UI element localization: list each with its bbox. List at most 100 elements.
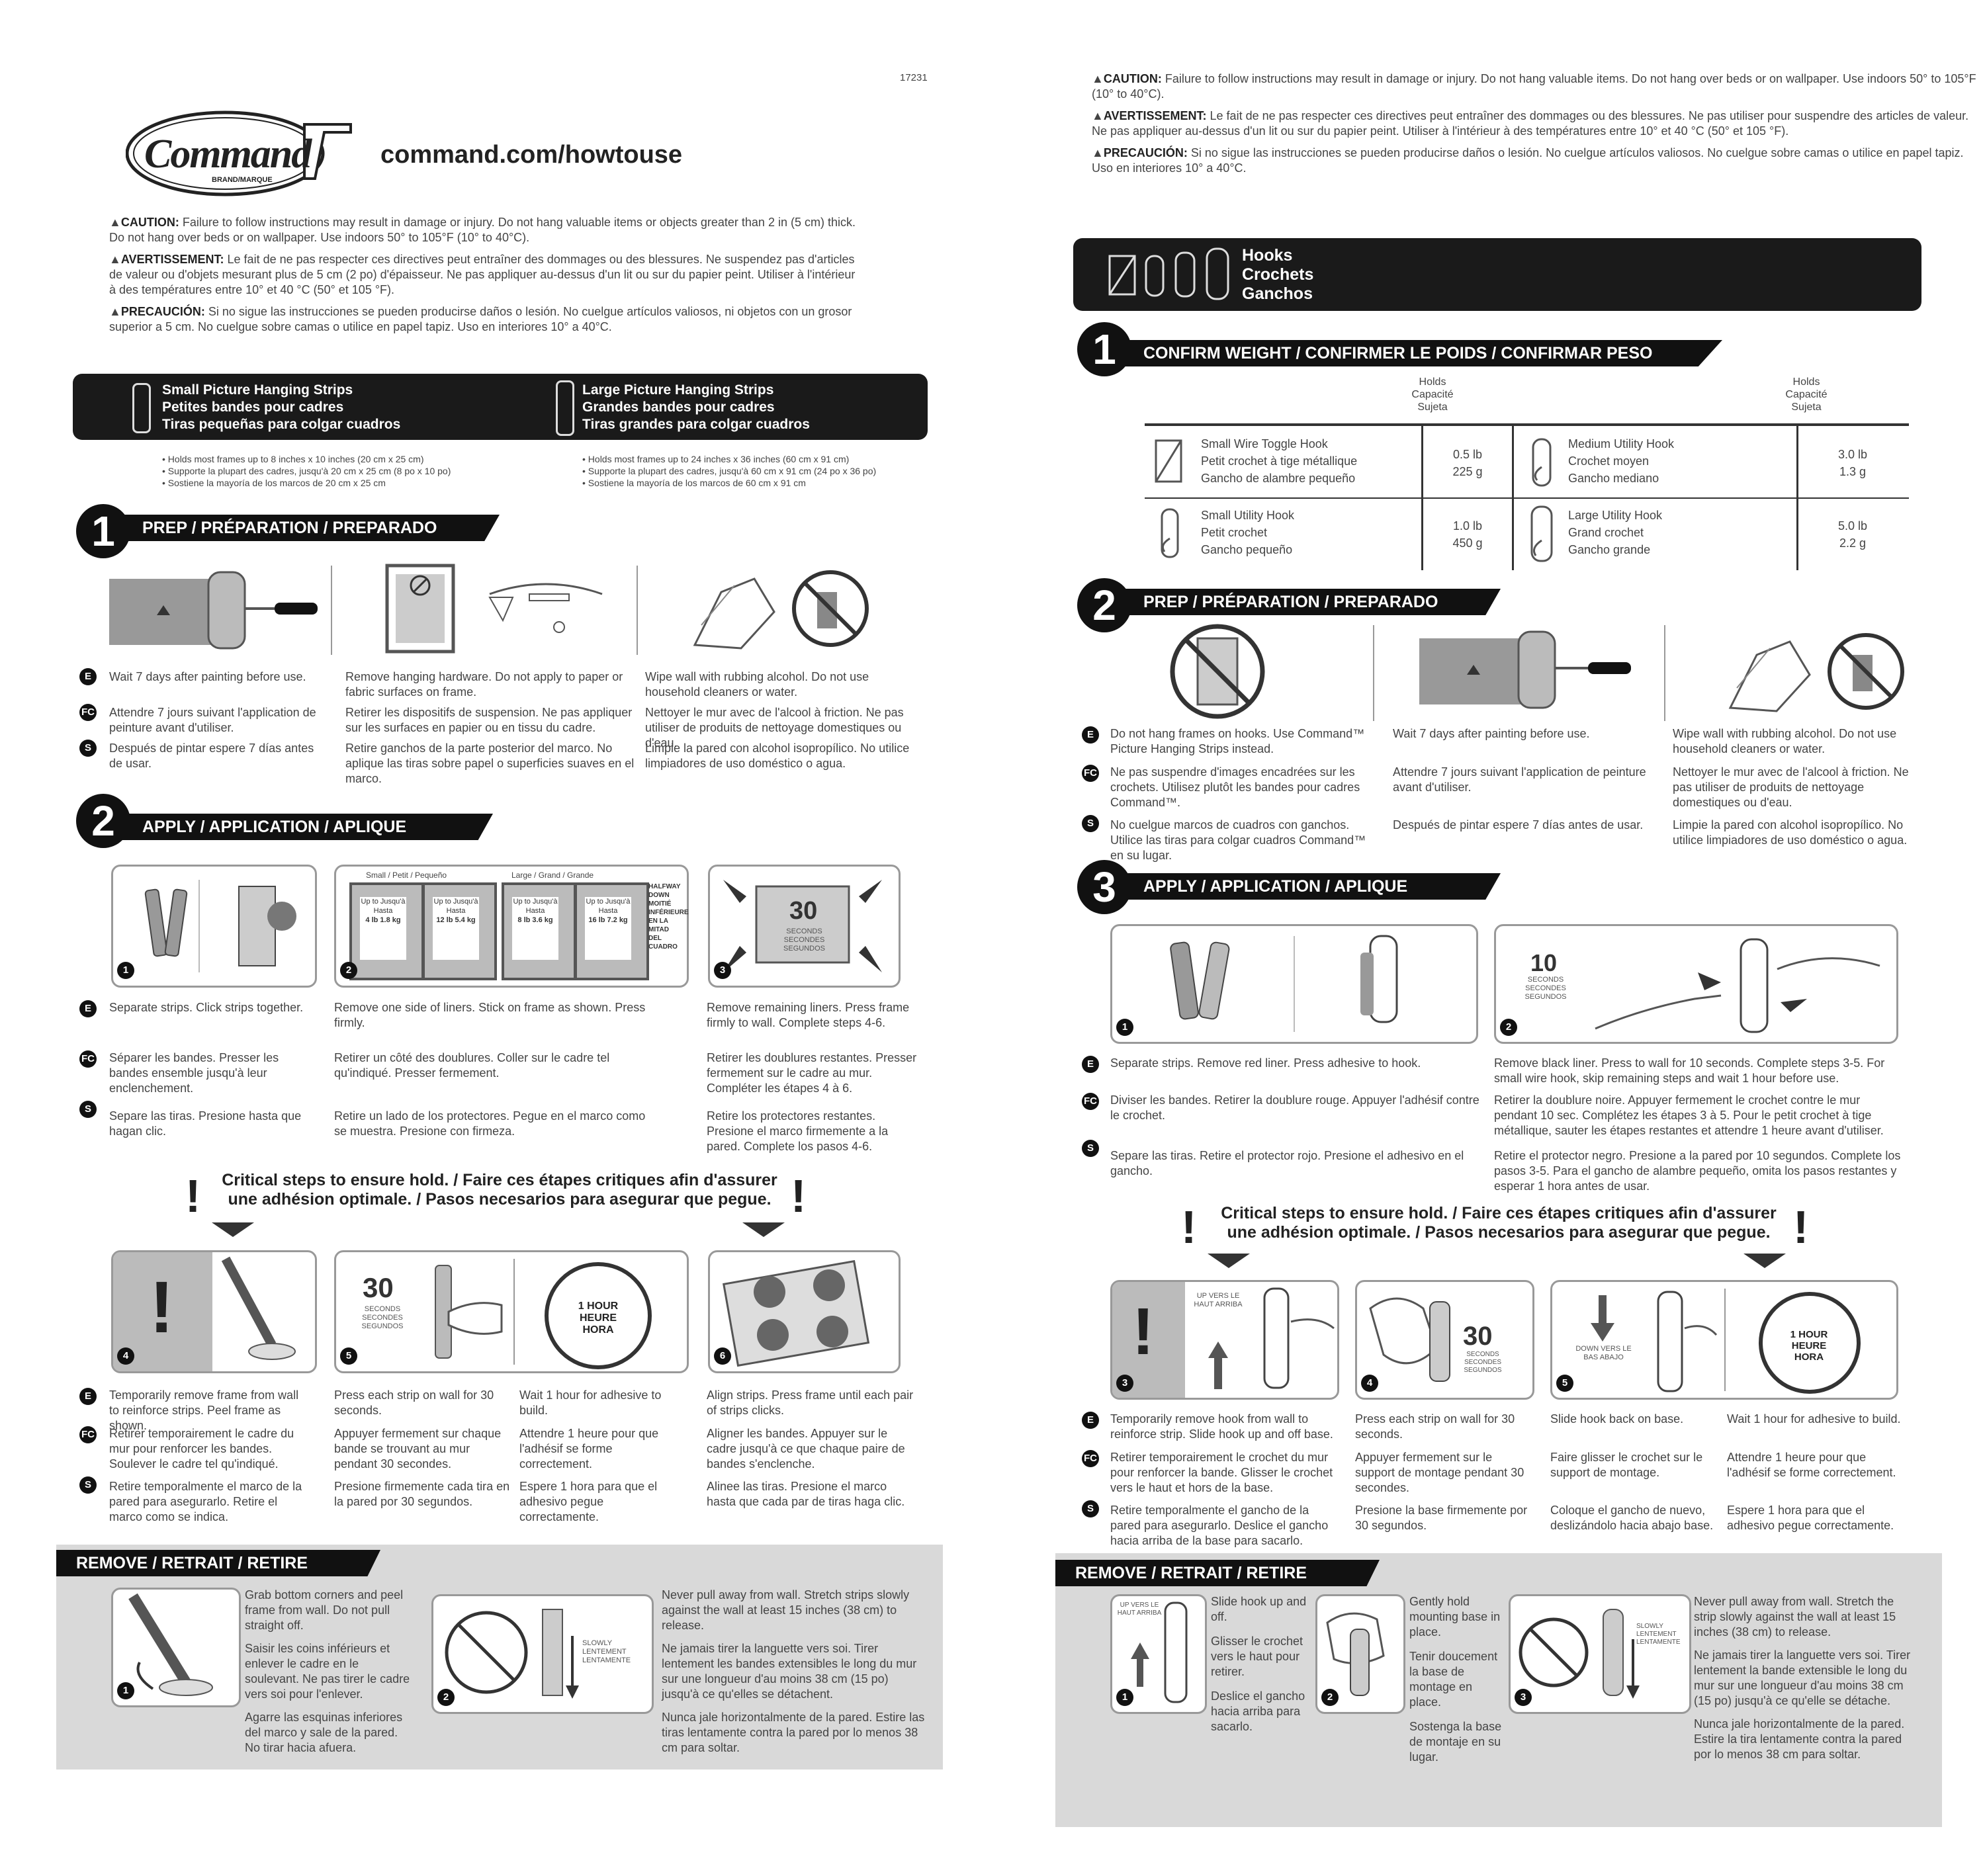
large-strip-icon [556,380,574,436]
press-30-unit: SECONDS SECONDES SEGUNDOS [1464,1351,1502,1374]
separate-strips-icon [1170,935,1398,1032]
lang-badges-step1: E FC S [79,668,106,757]
paint-roller-icon [109,571,318,650]
press-base-icon [1369,1297,1450,1382]
lang-badges-step2: E FC S [79,1000,106,1118]
step1-title: PREP / PRÉPARATION / PREPARADO [122,515,500,541]
step2-title: PREP / PRÉPARATION / PREPARADO [1124,589,1501,615]
logo-sub: BRAND/MARQUE [212,176,273,184]
step2-col3-text: Wipe wall with rubbing alcohol. Do not u… [1673,727,1909,847]
step1-col2-text: Remove hanging hardware. Do not apply to… [345,670,635,785]
remove-col3-text: Never pull away from wall. Stretch the s… [1694,1595,1911,1761]
hanger-icon [488,583,603,633]
logo-text: Command [144,132,312,177]
frame-hardware-illustration [384,562,463,655]
press-30-number: 30 [1463,1322,1493,1351]
halfway-label: HALFWAY DOWN MOITIÉ INFÉRIEURE EN LA MIT… [648,883,689,951]
step1-title: CONFIRM WEIGHT / CONFIRMER LE POIDS / CO… [1124,340,1722,366]
no-frames-on-hooks-illustration [1168,622,1267,721]
warning-icon: ▲ [109,216,121,229]
step2-number: 2 [1077,578,1131,632]
exclamation-icon: ! [1132,1295,1155,1369]
step2-col2-text: Wait 7 days after painting before use. A… [1393,727,1646,831]
crit-panel-5: 30 SECONDS SECONDES SEGUNDOS 1 HOUR HEUR… [334,1250,689,1373]
step2-col1-text: Separate strips. Click strips together. … [109,1001,304,1138]
alcohol-wipe-illustration [1717,628,1909,714]
step2-col1-text: Do not hang frames on hooks. Use Command… [1110,727,1366,862]
crit-col2-text: Press each strip on wall for 30 seconds.… [1355,1412,1528,1532]
remove-col2-text: Gently hold mounting base in place. Teni… [1409,1595,1502,1764]
exclamation-icon: ! [185,1170,201,1222]
up-label: UP VERS LE HAUT ARRIBA [1194,1292,1243,1308]
press-30-number: 30 [363,1272,394,1303]
press-10-number: 10 [1530,949,1558,976]
crit-col3-text: Wait 1 hour for adhesive to build. Atten… [519,1388,662,1523]
step1-number: 1 [76,504,130,558]
stretch-strip-icon [1519,1609,1640,1699]
wipe-icon [1728,633,1904,712]
apply-panel-3: 30 SECONDS SECONDES SEGUNDOS 3 [708,865,901,988]
step2-col2-text: Remove one side of liners. Stick on fram… [334,1001,646,1138]
warning-icon: ▲ [109,305,121,318]
step3-col2-text: Remove black liner. Press to wall for 10… [1494,1056,1901,1193]
lang-badges-crit: E FC S [1082,1412,1108,1517]
press-30-number: 30 [789,897,818,925]
warnings-block: ▲CAUTION: Failure to follow instructions… [109,215,857,335]
press-10-unit: SECONDS SECONDES SEGUNDOS [1524,976,1567,1001]
apply-panel-1: 1 [1110,924,1478,1044]
stretch-strip-icon [445,1609,579,1699]
clock-icon: 1 HOUR HEURE HORA [1759,1292,1861,1394]
holds-header-right: Holds Capacité Sujeta [1785,376,1828,413]
align-strips-icon [723,1259,870,1367]
remove-col1-text: Grab bottom corners and peel frame from … [245,1588,410,1754]
alcohol-wipe-illustration [682,566,873,652]
step3-number: 3 [1077,860,1131,914]
slowly-label: SLOWLY LENTEMENT LENTAMENTE [582,1639,631,1664]
small-utility-hook-icon [1161,508,1179,558]
step2-number: 2 [76,794,130,848]
slide-hook-up-icon [1131,1601,1188,1703]
lang-badges-step3: E FC S [1082,1056,1108,1157]
small-strips-bullets: • Holds most frames up to 8 inches x 10 … [162,454,451,488]
step1-number: 1 [1077,322,1131,376]
down-label: DOWN VERS LE BAS ABAJO [1575,1345,1632,1361]
step1-col3-text: Wipe wall with rubbing alcohol. Do not u… [645,670,910,770]
left-panel: 17231 Command BRAND/MARQUE command.com/h… [0,0,992,1876]
remove-panel-1: 1 [111,1588,241,1707]
crit-panel-5: DOWN VERS LE BAS ABAJO 1 HOUR HEURE HORA… [1550,1280,1898,1400]
holds-header-left: Holds Capacité Sujeta [1411,376,1454,413]
lang-badges-step2: E FC S [1082,726,1108,832]
step3-col1-text: Separate strips. Remove red liner. Press… [1110,1056,1479,1177]
exclamation-icon: ! [1793,1201,1809,1253]
exclamation-icon: ! [150,1267,174,1348]
step2-col3-text: Remove remaining liners. Press frame fir… [707,1001,917,1153]
warning-icon: ▲ [1092,72,1104,85]
slide-hook-up-icon [1208,1287,1335,1389]
crit-panel-4: ! 4 [111,1250,317,1373]
peel-frame-icon [221,1256,296,1360]
large-strips-bullets: • Holds most frames up to 24 inches x 36… [582,454,877,488]
slide-hook-down-icon [1591,1291,1718,1392]
remove-panel-2: SLOWLY LENTEMENT LENTAMENTE 2 [431,1594,654,1714]
crit-panel-6: 6 [708,1250,901,1373]
website-link[interactable]: command.com/howtouse [380,141,683,169]
press-strip-icon [435,1265,503,1359]
separate-strips-icon [144,880,296,972]
step3-title: APPLY / APPLICATION / APLIQUE [1124,873,1501,900]
remove-panel-2: 2 [1315,1594,1405,1714]
press-30-unit: SECONDS SECONDES SEGUNDOS [783,927,825,953]
crit-col1-text: Temporarily remove hook from wall to rei… [1110,1412,1333,1547]
crit-col4-text: Align strips. Press frame until each pai… [707,1388,914,1508]
